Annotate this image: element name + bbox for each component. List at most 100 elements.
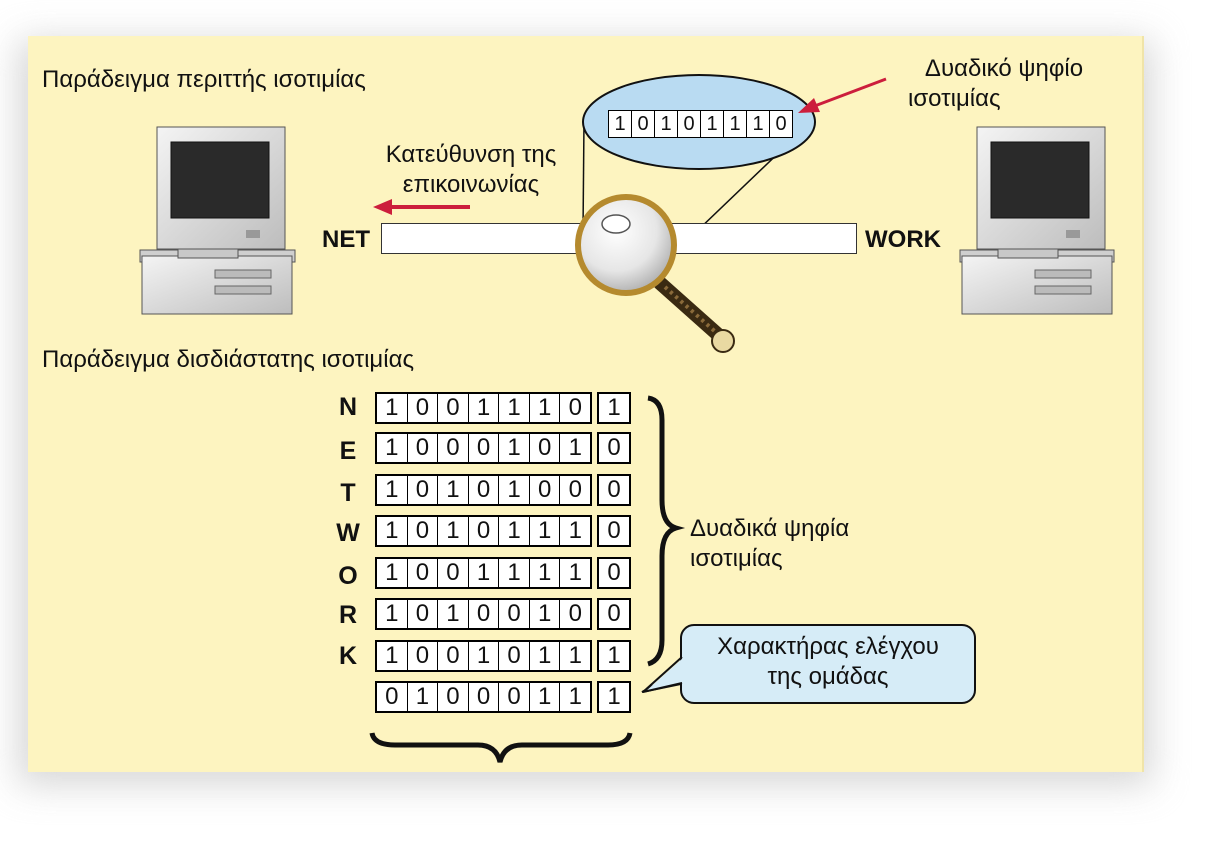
parity-bits-label: Δυαδικά ψηφία ισοτιμίας	[690, 515, 850, 572]
bit-cell: 1	[499, 434, 530, 462]
bit-cell: 0	[408, 600, 439, 628]
bit-cell: 0	[438, 394, 469, 422]
parity-bit-cell: 1	[597, 392, 631, 424]
magnified-bit: 0	[632, 111, 655, 137]
bit-cell: 0	[568, 394, 582, 421]
parity-pointer-arrow-icon	[798, 77, 887, 113]
bit-cell: 1	[568, 434, 582, 461]
bottom-brace-icon	[369, 732, 633, 763]
bit-cell: 1	[568, 559, 582, 586]
bit-cell: 0	[408, 517, 439, 545]
bit-cell: 1	[408, 683, 439, 711]
bit-cell: 0	[438, 559, 469, 587]
bit-cell: 0	[438, 683, 469, 711]
bit-cell: 0	[408, 434, 439, 462]
bit-cell: 0	[530, 476, 561, 504]
bit-cell: 0	[469, 476, 500, 504]
bit-cell: 1	[377, 642, 408, 670]
bit-cell: 0	[530, 434, 561, 462]
bit-cell: 1	[438, 476, 469, 504]
bit-cell: 0	[408, 476, 439, 504]
parity-bit-label: Δυαδικό ψηφίο ισοτιμίας	[908, 55, 1084, 112]
bit-cell: 0	[499, 683, 530, 711]
parity-bit-cell: 1	[597, 681, 631, 713]
left-computer-icon	[139, 126, 296, 315]
odd-parity-title: Παράδειγμα περιττής ισοτιμίας	[42, 66, 366, 93]
bit-cell: 1	[499, 559, 530, 587]
bit-cell: 0	[499, 600, 530, 628]
row-letter: N	[338, 393, 358, 421]
row-letter: O	[338, 562, 358, 590]
work-label: WORK	[865, 226, 941, 253]
two-dim-parity-title: Παράδειγμα δισδιάστατης ισοτιμίας	[42, 346, 415, 373]
bit-cell: 0	[469, 600, 500, 628]
magnified-parity-bit: 0	[775, 113, 787, 135]
bit-cell: 1	[377, 476, 408, 504]
row-letter: T	[340, 479, 356, 507]
net-label: NET	[322, 226, 370, 253]
magnified-bit: 1	[655, 111, 678, 137]
bit-cell: 1	[530, 683, 561, 711]
bit-cell: 0	[438, 642, 469, 670]
parity-bit-cell: 1	[597, 640, 631, 672]
bit-cell: 1	[530, 642, 561, 670]
bit-cell: 1	[469, 559, 500, 587]
bit-cell: 1	[438, 517, 469, 545]
bit-cell: 1	[499, 517, 530, 545]
bit-cell: 1	[469, 394, 500, 422]
magnified-bit: 1	[747, 111, 770, 137]
bit-cell: 1	[568, 683, 582, 710]
bit-cell: 1	[377, 394, 408, 422]
parity-bit-cell: 0	[597, 557, 631, 589]
bit-cell: 1	[568, 517, 582, 544]
bit-cell: 1	[530, 394, 561, 422]
right-computer-icon	[959, 126, 1115, 315]
magnified-bit: 0	[678, 111, 701, 137]
parity-bit-cell: 0	[597, 432, 631, 464]
bit-cell: 0	[438, 434, 469, 462]
bit-cell: 0	[408, 559, 439, 587]
check-character-callout	[680, 624, 976, 704]
direction-arrow-icon	[373, 199, 470, 215]
row-letter: R	[338, 601, 358, 629]
magnifier-icon	[575, 194, 735, 353]
right-brace-icon	[647, 395, 686, 667]
bit-cell: 0	[408, 394, 439, 422]
bit-cell: 0	[469, 683, 500, 711]
bit-cell: 1	[377, 600, 408, 628]
row-letter: K	[338, 642, 358, 670]
row-letter: W	[336, 519, 360, 547]
bit-cell: 1	[499, 394, 530, 422]
magnified-bit: 1	[724, 111, 747, 137]
bit-cell: 0	[377, 683, 408, 711]
magnified-bit: 1	[701, 111, 724, 137]
bit-cell: 1	[377, 559, 408, 587]
bit-cell: 1	[377, 517, 408, 545]
bit-cell: 0	[568, 600, 582, 627]
bit-cell: 0	[499, 642, 530, 670]
bit-cell: 1	[469, 642, 500, 670]
parity-bit-cell: 0	[597, 515, 631, 547]
magnified-bit: 1	[609, 111, 632, 137]
parity-bit-cell: 0	[597, 598, 631, 630]
direction-label: Κατεύθυνση της επικοινωνίας	[385, 141, 557, 198]
bit-cell: 1	[377, 434, 408, 462]
parity-bit-cell: 0	[597, 474, 631, 506]
bit-cell: 0	[408, 642, 439, 670]
bit-cell: 1	[530, 559, 561, 587]
bit-cell: 1	[530, 517, 561, 545]
bit-cell: 1	[530, 600, 561, 628]
bit-cell: 1	[438, 600, 469, 628]
magnified-bit-string: 1 0 1 0 1 1 1 0	[608, 110, 793, 138]
